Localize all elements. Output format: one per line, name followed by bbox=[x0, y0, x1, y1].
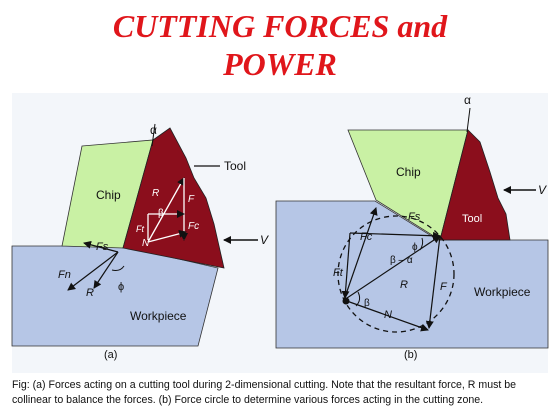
phi-arc-a bbox=[111, 265, 125, 271]
diagram-a: α Tool Chip R β F Fc N Ft Fs Fn R ϕ V Wo… bbox=[11, 123, 269, 361]
force-Fn-a bbox=[67, 251, 119, 291]
Fs-label-a: Fs bbox=[96, 241, 109, 253]
R-label-b: R bbox=[400, 279, 408, 291]
workpiece-label-b: Workpiece bbox=[474, 285, 531, 299]
force-shear-b bbox=[343, 207, 378, 301]
workpiece-b bbox=[275, 200, 549, 349]
Ft-label-a: Ft bbox=[136, 224, 144, 234]
diagram-b: α Chip Tool V Fs Fc ϕ β – α Ft R F β N W… bbox=[275, 93, 549, 361]
alpha-line-b bbox=[466, 107, 471, 133]
beta-arc-b bbox=[355, 291, 361, 307]
panel-label-a: (a) bbox=[104, 349, 117, 361]
title-line-1: CUTTING FORCES and bbox=[112, 8, 448, 44]
tool-label-a: Tool bbox=[224, 159, 246, 173]
F-label-a: F bbox=[188, 194, 195, 205]
F-label-b: F bbox=[440, 281, 448, 293]
R-shear-label-a: R bbox=[86, 287, 94, 299]
Ft-label-b: Ft bbox=[333, 267, 344, 279]
phi-label-b: ϕ bbox=[412, 242, 418, 253]
phi-label-a: ϕ bbox=[118, 281, 124, 293]
alpha-line-a bbox=[151, 123, 156, 147]
beta-label-b: β bbox=[364, 298, 370, 309]
Fn-label-a: Fn bbox=[58, 269, 71, 281]
N-label-a: N bbox=[142, 238, 150, 249]
chip-label-a: Chip bbox=[96, 188, 121, 202]
panel-label-b: (b) bbox=[404, 349, 417, 361]
V-label-b: V bbox=[538, 183, 547, 197]
force-Fs-a bbox=[83, 240, 119, 253]
title-line-2: POWER bbox=[223, 46, 337, 82]
force-Ft-b bbox=[341, 232, 351, 299]
force-F-b bbox=[425, 235, 441, 329]
force-R-b bbox=[343, 235, 441, 301]
Fc-label-a: Fc bbox=[188, 221, 199, 232]
workpiece-label-a: Workpiece bbox=[130, 309, 187, 323]
Fc-label-b: Fc bbox=[360, 231, 373, 243]
force-N-a bbox=[147, 229, 187, 243]
tool-b bbox=[439, 129, 511, 241]
N-label-b: N bbox=[384, 309, 392, 321]
figure-caption: Fig: (a) Forces acting on a cutting tool… bbox=[12, 379, 517, 406]
force-R-shear-a bbox=[93, 251, 119, 289]
force-N-b bbox=[343, 299, 429, 332]
alpha-label-b: α bbox=[464, 93, 471, 107]
R-label-a: R bbox=[152, 188, 159, 199]
alpha-label-a: α bbox=[150, 123, 157, 137]
beta-label-a: β bbox=[158, 208, 164, 219]
beta-minus-alpha-label-b: β – α bbox=[390, 255, 413, 266]
V-label-a: V bbox=[260, 233, 269, 247]
force-circle-b bbox=[337, 215, 455, 333]
phi-arc-b bbox=[419, 237, 424, 251]
Fs-label-b: Fs bbox=[408, 211, 421, 223]
circle-point-b bbox=[342, 297, 350, 305]
chip-label-b: Chip bbox=[396, 165, 421, 179]
force-R-a bbox=[147, 177, 185, 243]
tool-label-b: Tool bbox=[462, 213, 482, 225]
force-Fc-b bbox=[349, 231, 441, 240]
